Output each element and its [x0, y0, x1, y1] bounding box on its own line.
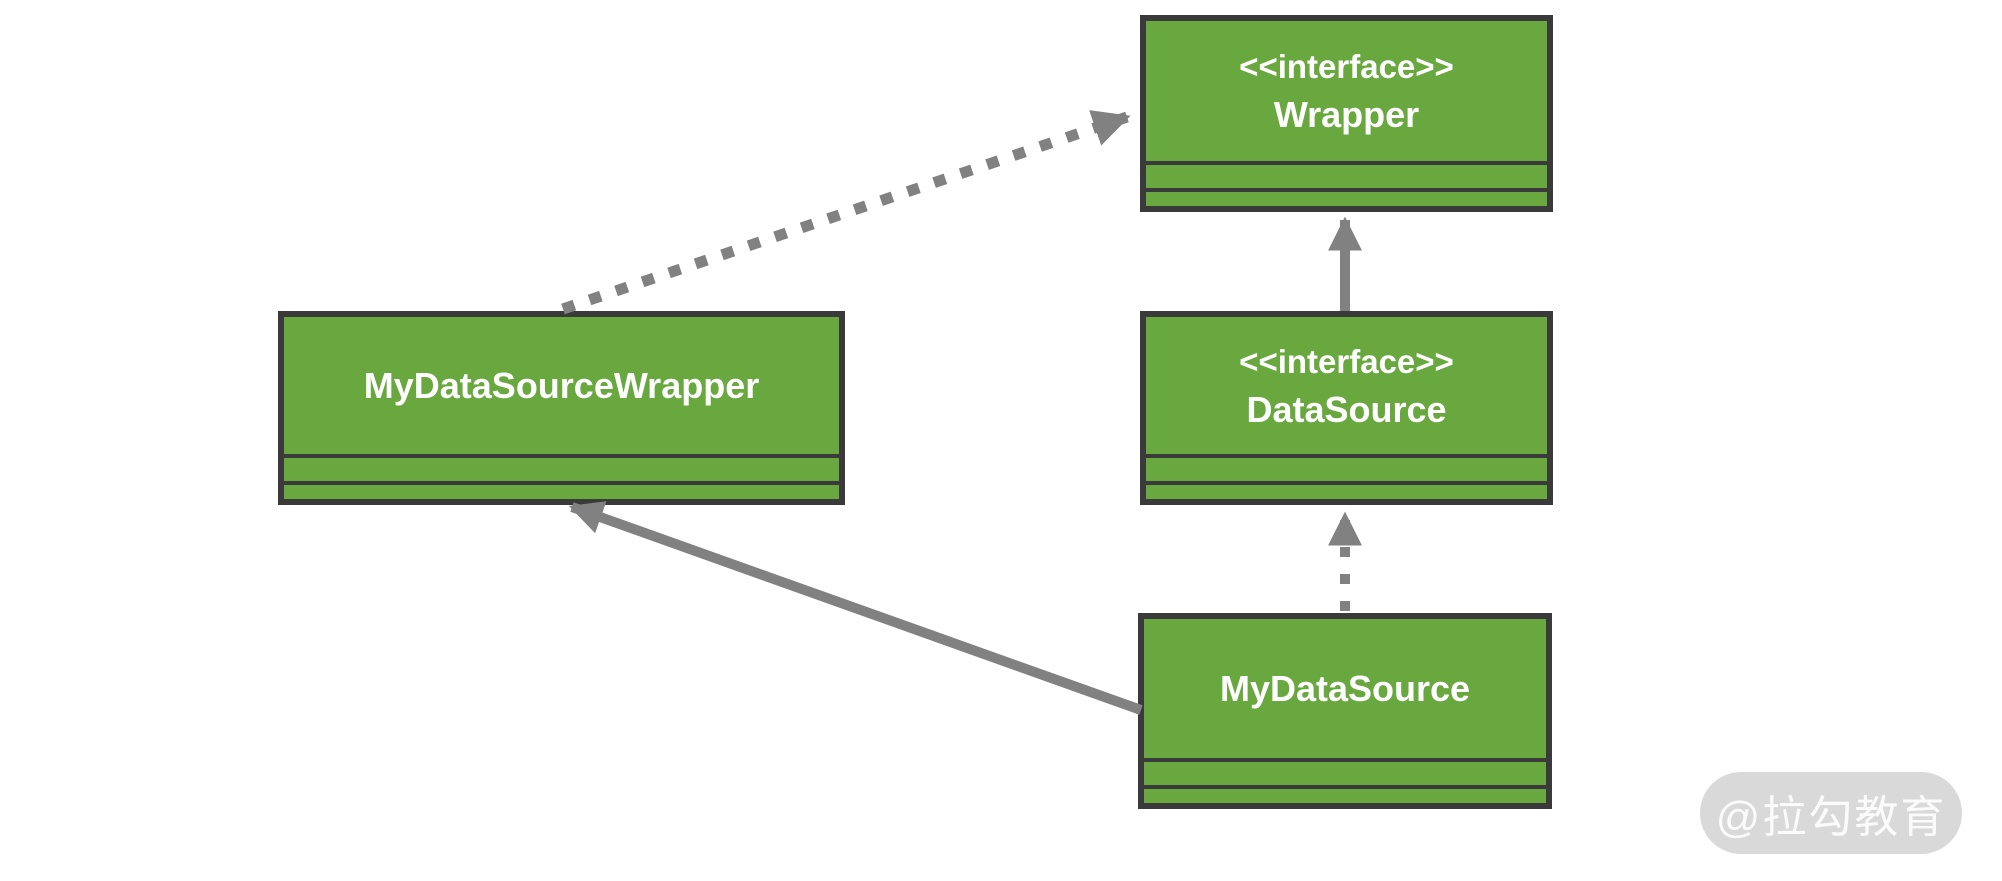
stereotype-label: <<interface>> [1239, 342, 1454, 380]
fields-compartment [1144, 758, 1546, 785]
stereotype-label: <<interface>> [1239, 48, 1454, 85]
class-name-label: Wrapper [1273, 94, 1420, 135]
methods-compartment [1146, 188, 1547, 206]
class-box-mydatasource: MyDataSource [1138, 613, 1552, 809]
fields-compartment [1146, 454, 1547, 481]
watermark-badge: @拉勾教育 [1700, 772, 1962, 854]
class-box-wrapper: <<interface>> Wrapper [1140, 15, 1553, 212]
fields-compartment [1146, 161, 1547, 188]
methods-compartment [284, 481, 839, 499]
methods-compartment [1146, 481, 1547, 499]
association-arrow-mydatasource-to-mydatasourcewrapper [568, 501, 1143, 715]
methods-compartment [1144, 785, 1546, 803]
class-name-label: DataSource [1246, 388, 1447, 430]
class-box-mydatasourcewrapper: MyDataSourceWrapper [278, 311, 845, 505]
watermark-text: @拉勾教育 [1715, 793, 1947, 842]
class-title-area: <<interface>> DataSource [1146, 317, 1547, 454]
class-title-area: MyDataSourceWrapper [284, 317, 839, 454]
class-title-area: MyDataSource [1144, 619, 1546, 758]
fields-compartment [284, 454, 839, 481]
realization-arrow-mydatasourcewrapper-to-wrapper [561, 110, 1131, 315]
class-box-datasource: <<interface>> DataSource [1140, 311, 1553, 505]
class-name-label: MyDataSourceWrapper [363, 365, 760, 406]
class-name-label: MyDataSource [1219, 668, 1471, 709]
class-title-area: <<interface>> Wrapper [1146, 21, 1547, 161]
